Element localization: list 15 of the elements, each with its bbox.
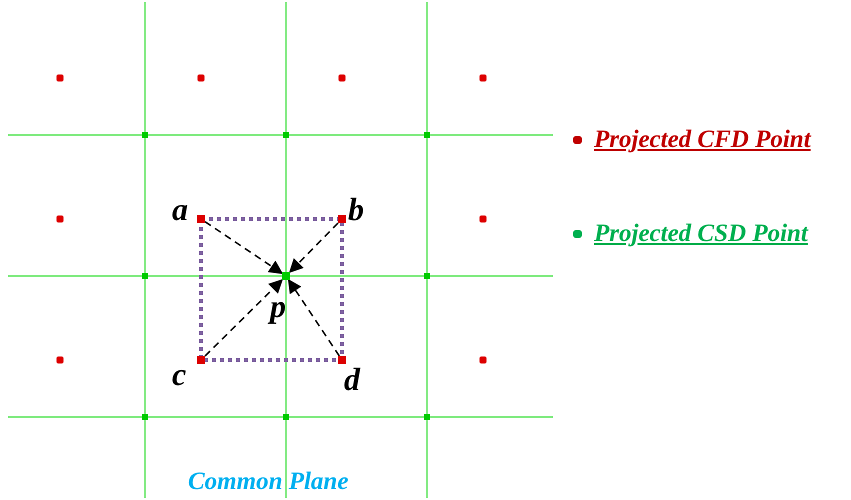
grid-point [197, 215, 205, 223]
legend-text: Projected CFD Point [594, 126, 811, 154]
arrow [204, 221, 284, 274]
caption: Common Plane [188, 468, 348, 496]
point-label: d [344, 363, 360, 395]
point-label: b [348, 193, 364, 225]
arrow [288, 278, 340, 356]
grid-point [338, 356, 346, 364]
point-label: c [172, 358, 186, 390]
grid-point [282, 272, 290, 280]
legend-text: Projected CSD Point [594, 220, 808, 248]
grid-point [197, 356, 205, 364]
point-label: a [172, 193, 188, 225]
point-label: p [270, 290, 286, 322]
grid-point [338, 215, 346, 223]
